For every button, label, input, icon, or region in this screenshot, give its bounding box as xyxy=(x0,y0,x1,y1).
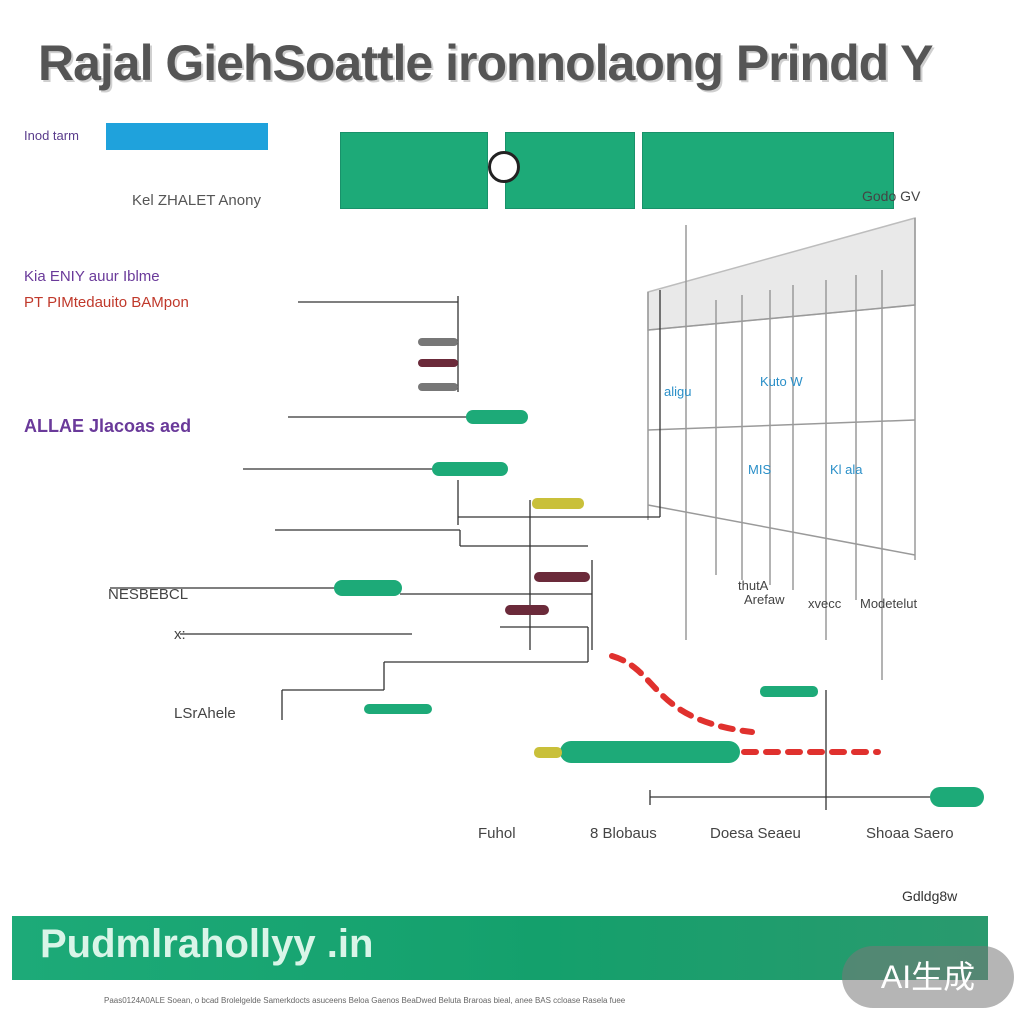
footer-band xyxy=(12,916,988,980)
row-label: LSrAhele xyxy=(174,705,236,722)
group-b-label: ALLAE Jlacoas aed xyxy=(24,416,192,436)
teal-bars xyxy=(334,410,984,807)
footer-band-text: Pudmlrahollyy .in xyxy=(40,922,374,966)
footnote: Paas0124A0ALE Soean, o bcad Brolelgelde … xyxy=(104,996,626,1005)
row-label: x: xyxy=(174,626,186,643)
page-title: Rajal GiehSoattle ironnolaong Prindd Y xyxy=(38,35,934,91)
table-note: xvecc xyxy=(808,596,842,611)
olive-bar xyxy=(532,498,584,509)
stacked-bars xyxy=(418,338,458,391)
table-note: aligu xyxy=(664,384,692,399)
table-note: Kl ala xyxy=(830,462,863,477)
axis-label: Doesa Seaeu xyxy=(710,825,801,842)
table-grid xyxy=(647,217,916,680)
ai-generated-badge: AI生成 xyxy=(842,946,1014,1008)
legend-label: Inod tarm xyxy=(24,128,79,143)
table-note: thutA xyxy=(738,578,769,593)
maroon-bar-2 xyxy=(505,605,549,615)
connector-knob-icon xyxy=(488,151,520,183)
critical-path xyxy=(609,653,881,755)
group-a-line-1: Kia ENIY auur Iblme xyxy=(24,268,160,285)
table-header-label: Godo GV xyxy=(862,188,921,204)
corner-label: Gdldg8w xyxy=(902,888,958,904)
axis-label: Fuhol xyxy=(478,825,516,842)
group-a-label: Kia ENIY auur Iblme PT PIMtedauito BAMpo… xyxy=(24,264,189,316)
table-note: MIS xyxy=(748,462,772,477)
image-tile-1[interactable] xyxy=(340,132,488,209)
sub-label: Kel ZHALET Anony xyxy=(132,192,261,209)
table-note: Kuto W xyxy=(760,374,803,389)
row-label: NESBEBCL xyxy=(108,586,189,603)
group-a-line-2: PT PIMtedauito BAMpon xyxy=(24,294,189,311)
maroon-bar xyxy=(534,572,590,582)
table-note: Arefaw xyxy=(744,592,785,607)
axis-label: Shoaa Saero xyxy=(866,825,954,842)
legend-bar xyxy=(106,123,268,150)
olive-bar-2 xyxy=(534,747,562,758)
axis-label: 8 Blobaus xyxy=(590,825,657,842)
image-tile-3[interactable] xyxy=(642,132,894,209)
table-note: Modetelut xyxy=(860,596,918,611)
tree-lines xyxy=(110,290,930,810)
